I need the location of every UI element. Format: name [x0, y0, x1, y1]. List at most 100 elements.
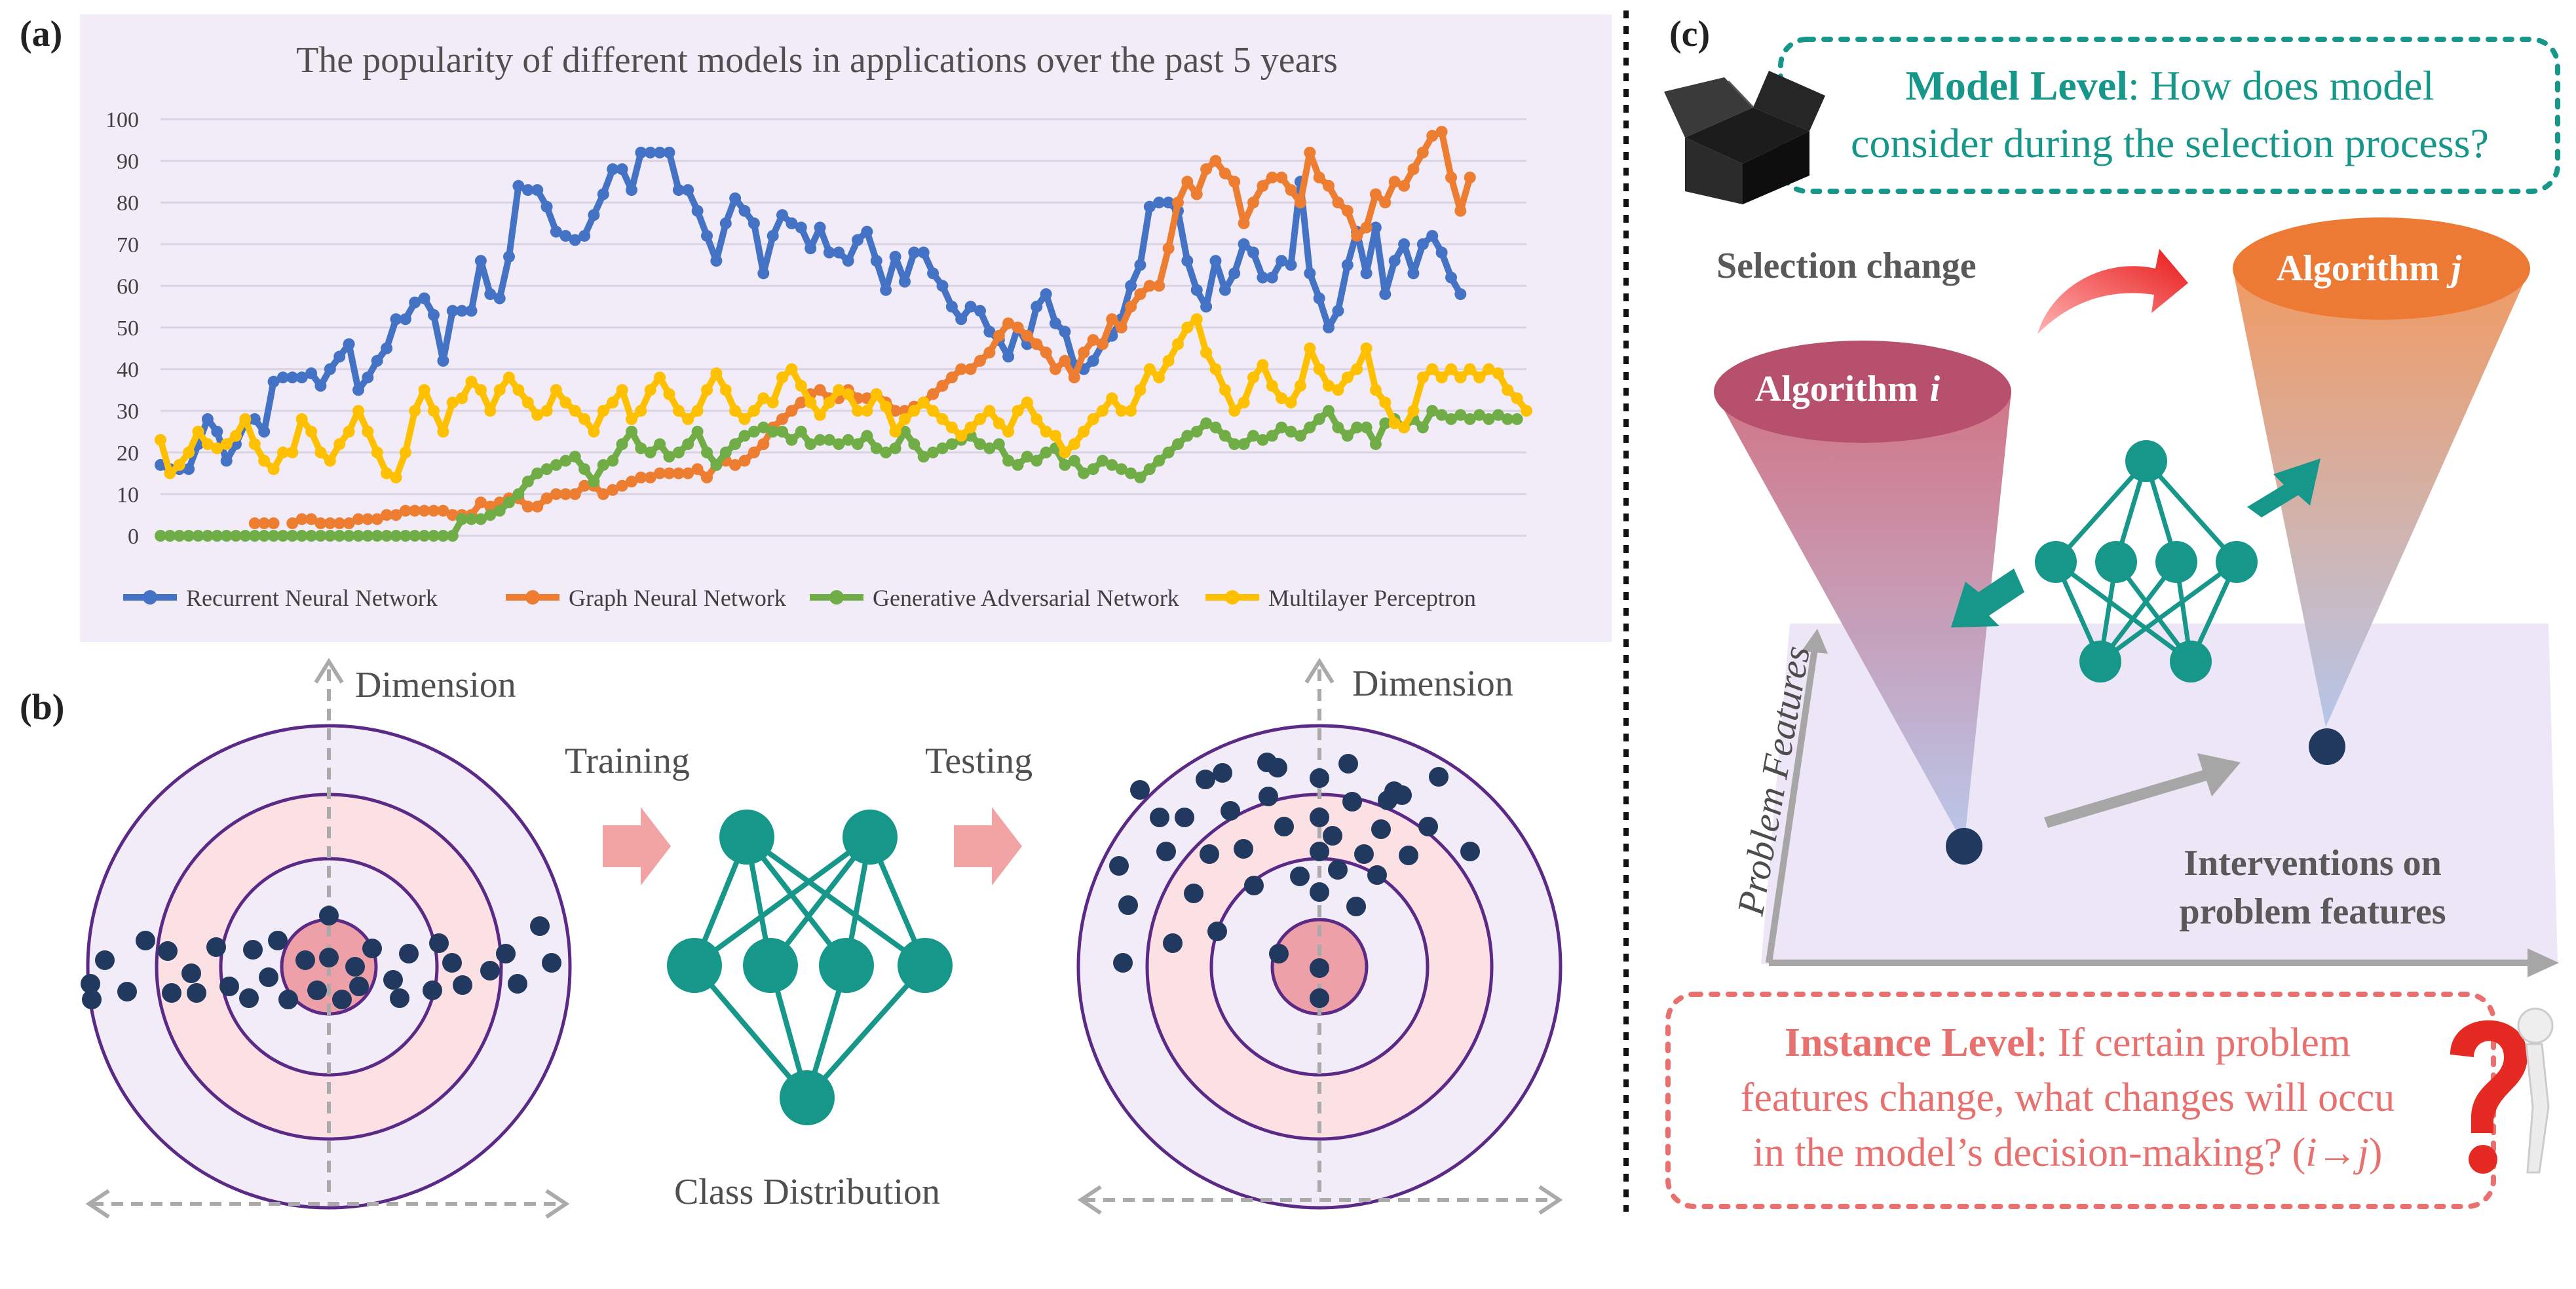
data-point [842, 255, 854, 267]
data-point [428, 530, 440, 542]
data-point [409, 296, 421, 308]
instance-level-line-2: features change, what changes will occu [1741, 1075, 2395, 1120]
legend-label: Graph Neural Network [569, 585, 786, 611]
data-point [870, 255, 882, 267]
data-point [795, 426, 807, 438]
sample-dot [480, 961, 500, 981]
data-point [1351, 230, 1363, 242]
network-node [843, 810, 898, 865]
data-point [889, 442, 901, 455]
instance-level-line-3: in the model’s decision-making? (i→j) [1753, 1130, 2383, 1175]
data-point [701, 472, 713, 483]
data-point [399, 530, 411, 542]
data-point [1266, 172, 1278, 183]
data-point [701, 384, 713, 396]
data-point [1379, 288, 1392, 301]
data-point [654, 146, 666, 159]
data-point [1050, 317, 1061, 329]
data-point [1031, 455, 1043, 467]
data-point [484, 509, 497, 521]
y-tick-label: 10 [117, 483, 139, 507]
data-point [701, 230, 713, 242]
data-point [1247, 430, 1259, 442]
data-point [1238, 217, 1250, 229]
data-point [672, 446, 685, 458]
data-point [569, 405, 581, 417]
data-point [663, 467, 675, 479]
data-point [230, 430, 242, 442]
data-point [1351, 363, 1363, 375]
sample-dot [307, 981, 327, 1000]
data-point [786, 217, 798, 229]
data-point [1464, 363, 1476, 375]
data-point [955, 363, 968, 375]
y-tick-label: 100 [105, 108, 139, 132]
data-point [446, 396, 459, 409]
data-point [333, 530, 346, 542]
plane-y-axis-arrowhead [1802, 629, 1828, 654]
data-point [805, 242, 817, 255]
data-point [607, 163, 619, 176]
data-point [945, 438, 958, 451]
data-point [305, 530, 318, 542]
test-sample-dots [1109, 753, 1480, 1008]
data-point [531, 409, 544, 421]
data-point [1426, 130, 1439, 142]
data-point [993, 329, 1005, 342]
data-point [1266, 380, 1278, 392]
data-point [258, 426, 271, 438]
data-point [597, 405, 609, 417]
data-point [1143, 280, 1156, 292]
network-edge [2144, 459, 2239, 564]
data-point [1294, 380, 1306, 392]
teal-arrow-to-cone-j-icon [2247, 458, 2320, 517]
data-point [362, 513, 374, 525]
data-point [983, 405, 996, 417]
data-point [1407, 267, 1420, 280]
data-point [1078, 467, 1090, 479]
sample-dot [530, 916, 550, 936]
sample-dot [1207, 922, 1227, 941]
right-vertical-axis-arrowhead [1304, 658, 1335, 684]
data-point [691, 426, 704, 438]
y-tick-label: 20 [117, 441, 139, 466]
data-point [1266, 430, 1278, 442]
data-point [927, 388, 939, 400]
data-point [1068, 371, 1080, 384]
data-point [767, 230, 779, 242]
legend-label: Generative Adversarial Network [873, 585, 1179, 611]
plane-y-axis [1766, 648, 1818, 963]
data-point [164, 467, 176, 479]
data-point [446, 305, 459, 317]
data-point [1276, 421, 1288, 434]
data-point [428, 504, 440, 517]
data-point [597, 458, 609, 471]
data-point [1360, 221, 1373, 234]
data-point [701, 446, 713, 458]
data-point [1068, 455, 1080, 467]
data-point [550, 384, 562, 396]
data-point [616, 479, 628, 492]
data-point [324, 363, 336, 375]
data-point [1031, 301, 1043, 313]
data-point [211, 442, 223, 455]
data-point [220, 455, 233, 467]
data-point [456, 513, 468, 525]
data-point [1435, 126, 1448, 138]
data-point [1162, 242, 1175, 255]
data-point [578, 230, 591, 242]
network-node [743, 938, 798, 993]
legend-marker [1225, 590, 1240, 605]
data-point [1416, 421, 1429, 434]
data-point [437, 530, 449, 542]
algorithm-i-cone-top [1714, 341, 2011, 443]
y-tick-label: 0 [128, 525, 139, 549]
right-horizontal-axis-arrowheads [1077, 1185, 1563, 1215]
data-point [1464, 413, 1476, 425]
data-point [814, 409, 826, 421]
data-point [607, 396, 619, 409]
data-point [1209, 363, 1222, 375]
data-point [343, 517, 355, 529]
left-vertical-axis-arrowhead [314, 658, 344, 684]
